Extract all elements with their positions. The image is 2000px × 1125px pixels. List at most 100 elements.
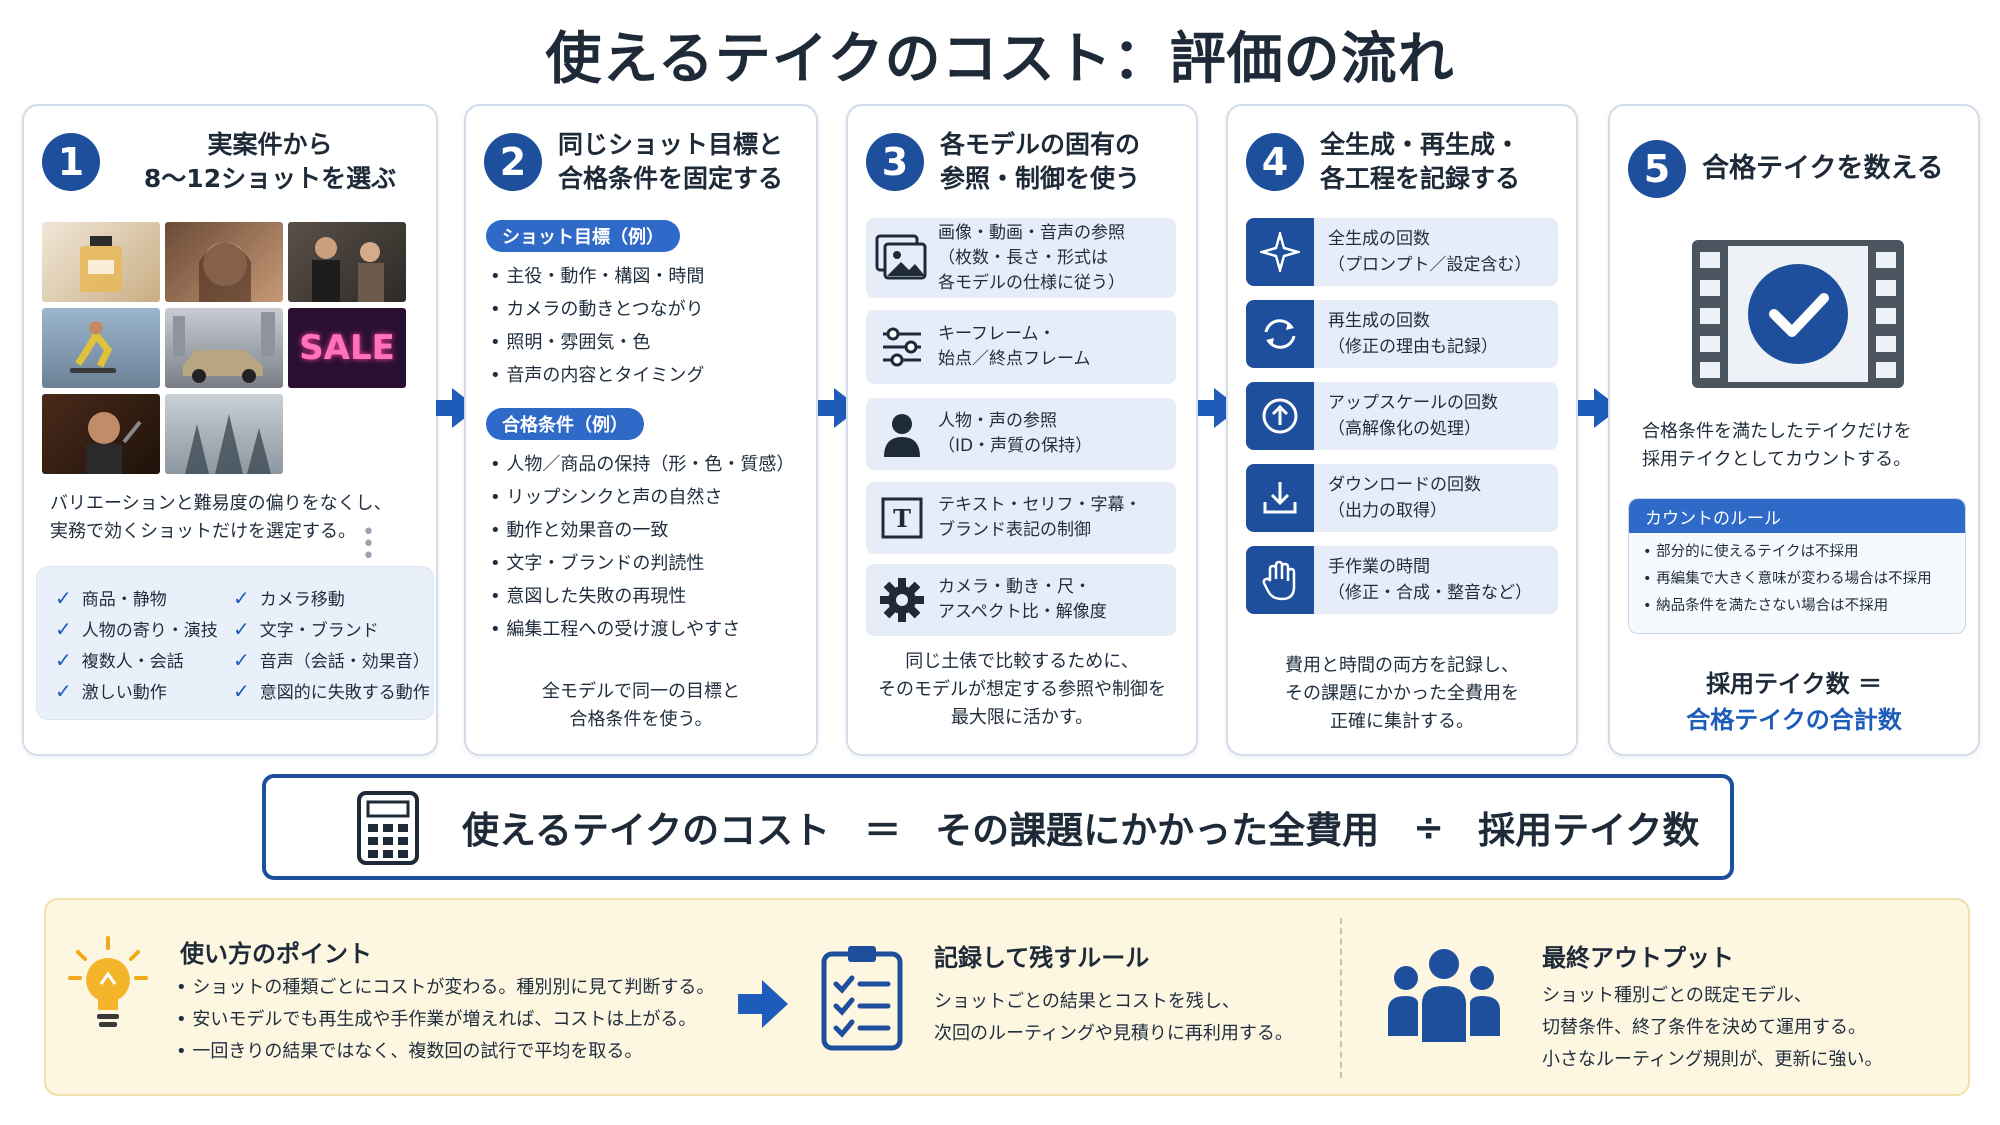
list-item: ショットの種類ごとにコストが変わる。種別別に見て判断する。 [176, 972, 714, 1004]
list-item: 人物／商品の保持（形・色・質感） [490, 448, 794, 481]
checklist-item: ✓人物の寄り・演技 [55, 616, 218, 642]
step-5-card: 5 合格テイクを数える 合格条件を満たしたテイクだけを 採用テイクとしてカウント… [1608, 104, 1980, 756]
download-count-row: ダウンロードの回数 （出力の取得） [1246, 464, 1558, 532]
step-4-footer: 費用と時間の両方を記録し、 その課題にかかった全費用を 正確に集計する。 [1285, 655, 1519, 732]
step-2-footer: 全モデルで同一の目標と 合格条件を使う。 [542, 681, 740, 730]
formula-text: 使えるテイクのコスト ＝ その課題にかかった全費用 ÷ 採用テイク数 [462, 778, 1699, 876]
generation-count-row: 全生成の回数 （プロンプト／設定含む） [1246, 218, 1558, 286]
sparkle-icon [1246, 218, 1314, 286]
check-icon: ✓ [233, 647, 250, 672]
divider [1340, 918, 1342, 1078]
step-title: 実案件から 8〜12ショットを選ぶ [143, 130, 397, 193]
row-text: キーフレーム・ 始点／終点フレーム [938, 324, 1091, 369]
formula-numerator: その課題にかかった全費用 [935, 809, 1380, 852]
car-icon [173, 312, 275, 383]
perfume-icon [80, 236, 122, 292]
reference-media-row: 画像・動画・音声の参照 （枚数・長さ・形式は 各モデルの仕様に従う） [866, 218, 1176, 298]
row-text: 再生成の回数 （修正の理由も記録） [1328, 311, 1498, 357]
count-rules-list: 部分的に使えるテイクは不採用 再編集で大きく意味が変わる場合は不採用 納品条件を… [1629, 533, 1965, 620]
shot-type-checklist: ✓商品・静物 ✓カメラ移動 ✓人物の寄り・演技 ✓文字・ブランド ✓複数人・会話… [36, 566, 434, 720]
count-rules-header: カウントのルール [1629, 499, 1965, 533]
row-text: 人物・声の参照 （ID・声質の保持） [938, 411, 1093, 456]
checklist-item: ✓激しい動作 [55, 678, 167, 704]
step-5-description: 合格条件を満たしたテイクだけを 採用テイクとしてカウントする。 [1642, 421, 1912, 470]
check-icon: ✓ [233, 678, 250, 703]
list-item: 安いモデルでも再生成や手作業が増えれば、コストは上がる。 [176, 1004, 714, 1036]
text-icon: T [866, 478, 938, 558]
skater-icon [70, 321, 116, 373]
list-item: 文字・ブランドの判読性 [490, 547, 794, 580]
download-icon [1246, 464, 1314, 532]
list-item: カメラの動きとつながり [490, 293, 704, 326]
row-text: 画像・動画・音声の参照 （枚数・長さ・形式は 各モデルの仕様に従う） [938, 222, 1125, 293]
step-number: 4 [1246, 133, 1304, 191]
step-3-footer: 同じ土俵で比較するために、 そのモデルが想定する参照や制御を 最大限に活かす。 [878, 651, 1166, 728]
count-rules-box: カウントのルール 部分的に使えるテイクは不採用 再編集で大きく意味が変わる場合は… [1628, 498, 1966, 634]
row-text: ダウンロードの回数 （出力の取得） [1328, 475, 1481, 521]
flow-arrow-icon [736, 978, 790, 1034]
row-text: 全生成の回数 （プロンプト／設定含む） [1328, 229, 1532, 275]
row-text: カメラ・動き・尺・ アスペクト比・解像度 [938, 577, 1107, 622]
woman-face-icon [199, 242, 251, 302]
step-number: 5 [1628, 140, 1686, 198]
refresh-icon [1246, 300, 1314, 368]
thumbnail-perfume [42, 222, 160, 302]
step-title: 各モデルの固有の 参照・制御を使う [940, 130, 1141, 193]
record-rule-text: ショットごとの結果とコストを残し、 次回のルーティングや見積りに再利用する。 [934, 991, 1293, 1044]
manual-time-row: 手作業の時間 （修正・合成・整音など） [1246, 546, 1558, 614]
checklist-item: ✓複数人・会話 [55, 647, 184, 673]
person-icon [866, 394, 938, 474]
check-icon: ✓ [55, 585, 72, 610]
bottom-tips-panel: 使い方のポイント ショットの種類ごとにコストが変わる。種別別に見て判断する。 安… [44, 898, 1970, 1096]
checklist-item: ✓意図的に失敗する動作 [233, 678, 430, 704]
more-dots-icon: ••• [362, 520, 375, 569]
check-icon: ✓ [55, 647, 72, 672]
lightbulb-icon [68, 934, 148, 1038]
formula-left: 使えるテイクのコスト [462, 809, 831, 852]
check-icon: ✓ [233, 616, 250, 641]
list-item: 再編集で大きく意味が変わる場合は不採用 [1643, 566, 1955, 593]
step-number: 2 [484, 133, 542, 191]
forest-icon [185, 414, 271, 474]
formula-denominator: 採用テイク数 [1478, 809, 1700, 852]
list-item: リップシンクと声の自然さ [490, 481, 794, 514]
step-3-card: 3 各モデルの固有の 参照・制御を使う 画像・動画・音声の参照 （枚数・長さ・形… [846, 104, 1198, 756]
hand-icon [1246, 546, 1314, 614]
team-icon [1384, 946, 1504, 1050]
step-title: 同じショット目標と 合格条件を固定する [558, 130, 784, 193]
thumbnail-grid: SALE ••• [42, 222, 412, 568]
goal-list: 主役・動作・構図・時間 カメラの動きとつながり 照明・雰囲気・色 音声の内容とタ… [490, 260, 704, 392]
cost-formula-box: 使えるテイクのコスト ＝ その課題にかかった全費用 ÷ 採用テイク数 [262, 774, 1734, 880]
step-1-card: 1 実案件から 8〜12ショットを選ぶ SALE ••• [22, 104, 438, 756]
thumbnail-forest [165, 394, 283, 474]
sliders-icon [866, 307, 938, 387]
formula-divide: ÷ [1413, 805, 1445, 849]
camera-control-row: カメラ・動き・尺・ アスペクト比・解像度 [866, 564, 1176, 636]
adopted-take-definition: 採用テイク数 ＝ 合格テイクの合計数 [1686, 670, 1902, 734]
formula-equals: ＝ [864, 809, 902, 852]
list-item: 編集工程への受け渡しやすさ [490, 613, 794, 646]
step-2-card: 2 同じショット目標と 合格条件を固定する ショット目標（例） 主役・動作・構図… [464, 104, 818, 756]
checklist-item: ✓文字・ブランド [233, 616, 379, 642]
goal-label-badge: ショット目標（例） [486, 220, 680, 252]
step-4-card: 4 全生成・再生成・ 各工程を記録する 全生成の回数 （プロンプト／設定含む） … [1226, 104, 1578, 756]
singer-icon [86, 412, 142, 474]
thumbnail-woman [165, 222, 283, 302]
upload-icon [1246, 382, 1314, 450]
thumbnail-car [165, 308, 283, 388]
list-item: 一回きりの結果ではなく、複数回の試行で平均を取る。 [176, 1036, 714, 1068]
thumbnail-sale-sign: SALE [288, 308, 406, 388]
step-title: 全生成・再生成・ 各工程を記録する [1320, 130, 1521, 193]
list-item: 主役・動作・構図・時間 [490, 260, 704, 293]
check-icon: ✓ [55, 678, 72, 703]
record-rule-title: 記録して残すルール [934, 944, 1150, 972]
check-icon: ✓ [55, 616, 72, 641]
row-text: アップスケールの回数 （高解像化の処理） [1328, 393, 1498, 439]
list-item: 部分的に使えるテイクは不採用 [1643, 539, 1955, 566]
check-icon: ✓ [233, 585, 250, 610]
two-people-icon [312, 237, 384, 302]
thumbnail-singer [42, 394, 160, 474]
step-title: 合格テイクを数える [1702, 153, 1944, 184]
thumbnail-skater [42, 308, 160, 388]
list-item: 納品条件を満たさない場合は不採用 [1643, 593, 1955, 620]
